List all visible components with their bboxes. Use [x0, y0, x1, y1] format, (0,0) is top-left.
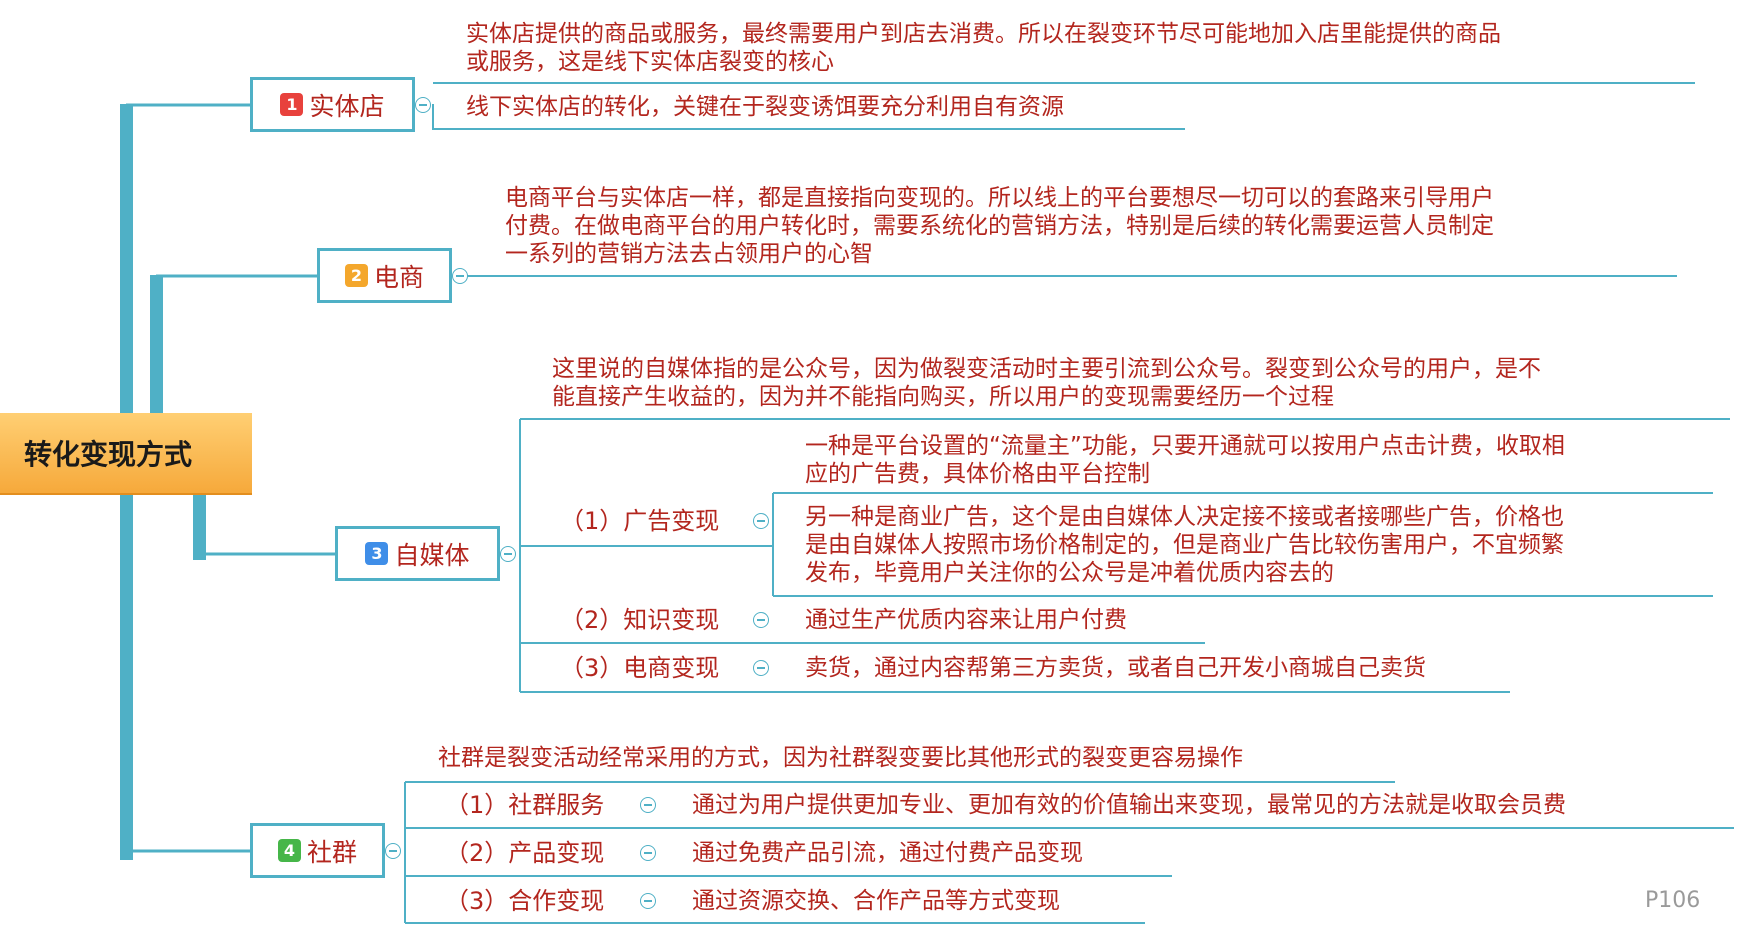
collapse-icon[interactable]: [500, 546, 516, 562]
note-text: 电商平台与实体店一样，都是直接指向变现的。所以线上的平台要想尽一切可以的套路来引…: [505, 185, 1494, 211]
note-text: 卖货，通过内容帮第三方卖货，或者自己开发小商城自己卖货: [805, 655, 1426, 681]
trunk-2: [150, 275, 163, 413]
note-text: 发布，毕竟用户关注你的公众号是冲着优质内容去的: [805, 560, 1334, 586]
collapse-icon[interactable]: [415, 97, 431, 113]
collapse-icon[interactable]: [753, 660, 769, 676]
note-text: 另一种是商业广告，这个是由自媒体人决定接不接或者接哪些广告，价格也: [805, 504, 1564, 530]
number-badge-3: 3: [365, 542, 389, 565]
branch-label: 电商: [373, 262, 424, 292]
branch-node-shiti[interactable]: 1 实体店: [250, 77, 415, 132]
collapse-icon[interactable]: [640, 893, 656, 909]
sub-node-knowledge[interactable]: （2）知识变现: [560, 606, 720, 634]
note-text: 实体店提供的商品或服务，最终需要用户到店去消费。所以在裂变环节尽可能地加入店里能…: [466, 21, 1501, 47]
sub-node-ad[interactable]: （1）广告变现: [560, 507, 720, 535]
page-number: P106: [1645, 888, 1701, 913]
note-text: 一系列的营销方法去占领用户的心智: [505, 241, 873, 267]
note-text: 一种是平台设置的“流量主”功能，只要开通就可以按用户点击计费，收取相: [805, 433, 1565, 459]
collapse-icon[interactable]: [753, 513, 769, 529]
root-label: 转化变现方式: [24, 438, 193, 471]
note-text: 通过免费产品引流，通过付费产品变现: [692, 840, 1083, 866]
branch-label: 社群: [306, 837, 357, 867]
trunk-3: [193, 495, 206, 560]
branch-node-zimeiti[interactable]: 3 自媒体: [335, 526, 500, 581]
collapse-icon[interactable]: [640, 797, 656, 813]
note-text: 社群是裂变活动经常采用的方式，因为社群裂变要比其他形式的裂变更容易操作: [438, 745, 1243, 771]
note-text: 或服务，这是线下实体店裂变的核心: [466, 49, 834, 75]
branch-node-shequn[interactable]: 4 社群: [250, 823, 385, 878]
sub-node-service[interactable]: （1）社群服务: [445, 791, 605, 819]
branch-label: 实体店: [309, 91, 385, 121]
note-text: 线下实体店的转化，关键在于裂变诱饵要充分利用自有资源: [466, 94, 1064, 120]
branch-label: 自媒体: [394, 540, 470, 570]
collapse-icon[interactable]: [753, 612, 769, 628]
root-node[interactable]: 转化变现方式: [0, 413, 252, 495]
note-text: 是由自媒体人按照市场价格制定的，但是商业广告比较伤害用户，不宜频繁: [805, 532, 1564, 558]
collapse-icon[interactable]: [385, 843, 401, 859]
note-text: 通过生产优质内容来让用户付费: [805, 607, 1127, 633]
note-text: 能直接产生收益的，因为并不能指向购买，所以用户的变现需要经历一个过程: [552, 384, 1334, 410]
branch-node-dianshang[interactable]: 2 电商: [317, 248, 452, 303]
note-text: 这里说的自媒体指的是公众号，因为做裂变活动时主要引流到公众号。裂变到公众号的用户…: [552, 356, 1541, 382]
note-text: 通过为用户提供更加专业、更加有效的价值输出来变现，最常见的方法就是收取会员费: [692, 792, 1566, 818]
note-text: 应的广告费，具体价格由平台控制: [805, 461, 1150, 487]
number-badge-1: 1: [280, 93, 304, 116]
sub-node-ecommerce[interactable]: （3）电商变现: [560, 654, 720, 682]
sub-node-cooperation[interactable]: （3）合作变现: [445, 887, 605, 915]
note-text: 付费。在做电商平台的用户转化时，需要系统化的营销方法，特别是后续的转化需要运营人…: [505, 213, 1494, 239]
number-badge-2: 2: [344, 264, 368, 287]
sub-node-product[interactable]: （2）产品变现: [445, 839, 605, 867]
note-text: 通过资源交换、合作产品等方式变现: [692, 888, 1060, 914]
collapse-icon[interactable]: [452, 268, 468, 284]
number-badge-4: 4: [277, 839, 301, 862]
collapse-icon[interactable]: [640, 845, 656, 861]
